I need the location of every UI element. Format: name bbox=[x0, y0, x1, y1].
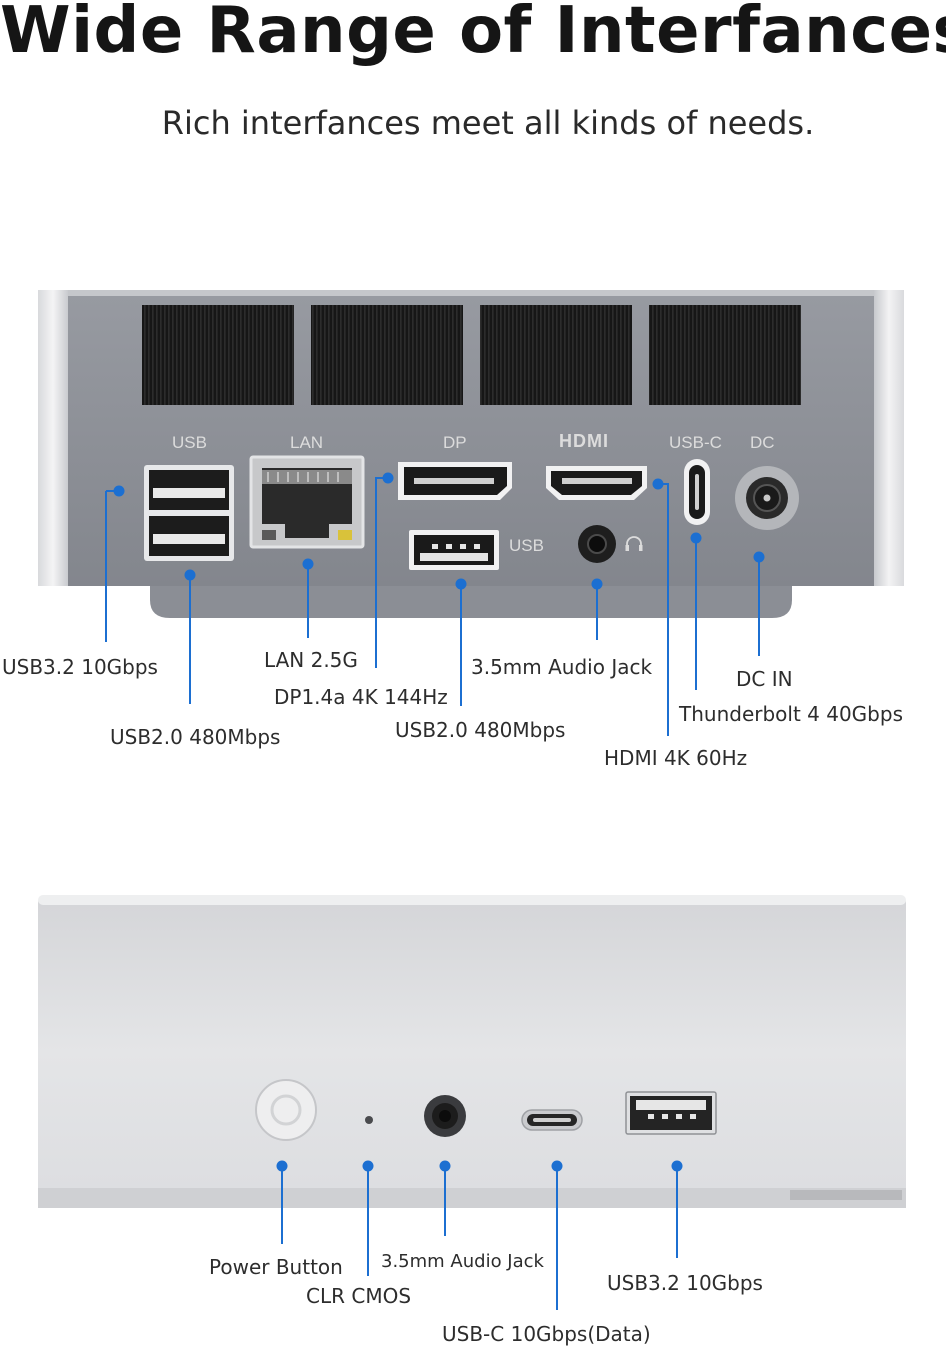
callout-usb20-left: USB2.0 480Mbps bbox=[110, 725, 281, 749]
front-chassis bbox=[38, 895, 906, 1208]
callout-power-button: Power Button bbox=[209, 1255, 343, 1279]
page-title: Wide Range of Interfances bbox=[0, 0, 946, 68]
front-callout-dots bbox=[276, 1160, 683, 1172]
callout-dc-in: DC IN bbox=[736, 667, 793, 691]
port-label-usb-lower: USB bbox=[509, 536, 544, 555]
port-label-hdmi: HDMI bbox=[559, 431, 609, 451]
callout-hdmi: HDMI 4K 60Hz bbox=[604, 746, 748, 770]
rear-callout-dots bbox=[113, 472, 765, 590]
vent-grille bbox=[142, 305, 294, 405]
headphone-icon bbox=[625, 536, 643, 551]
power-button bbox=[255, 1079, 317, 1141]
port-label-dc: DC bbox=[750, 433, 775, 452]
vent-grille bbox=[311, 305, 463, 405]
callout-usb32-rear: USB3.2 10Gbps bbox=[2, 655, 158, 679]
front-callout-lines bbox=[281, 1166, 678, 1310]
callout-lan: LAN 2.5G bbox=[264, 648, 358, 672]
callout-clr-cmos: CLR CMOS bbox=[306, 1284, 412, 1308]
callout-usb20-mid: USB2.0 480Mbps bbox=[395, 718, 566, 742]
rear-foot bbox=[150, 586, 792, 618]
callout-audio-rear: 3.5mm Audio Jack bbox=[471, 655, 653, 679]
port-label-usb: USB bbox=[172, 433, 207, 452]
port-label-usb-c: USB-C bbox=[669, 433, 722, 452]
vent-grille bbox=[480, 305, 632, 405]
page-subtitle: Rich interfances meet all kinds of needs… bbox=[161, 104, 815, 142]
vent-grille bbox=[649, 305, 801, 405]
callout-thunderbolt: Thunderbolt 4 40Gbps bbox=[679, 702, 903, 726]
callout-usb-c-front: USB-C 10Gbps(Data) bbox=[442, 1322, 651, 1346]
callout-dp: DP1.4a 4K 144Hz bbox=[274, 685, 448, 709]
port-label-dp: DP bbox=[443, 433, 467, 452]
callout-audio-front: 3.5mm Audio Jack bbox=[381, 1251, 544, 1272]
clr-cmos-hole bbox=[365, 1116, 373, 1124]
callout-usb32-front: USB3.2 10Gbps bbox=[607, 1271, 763, 1295]
port-label-lan: LAN bbox=[290, 433, 324, 452]
